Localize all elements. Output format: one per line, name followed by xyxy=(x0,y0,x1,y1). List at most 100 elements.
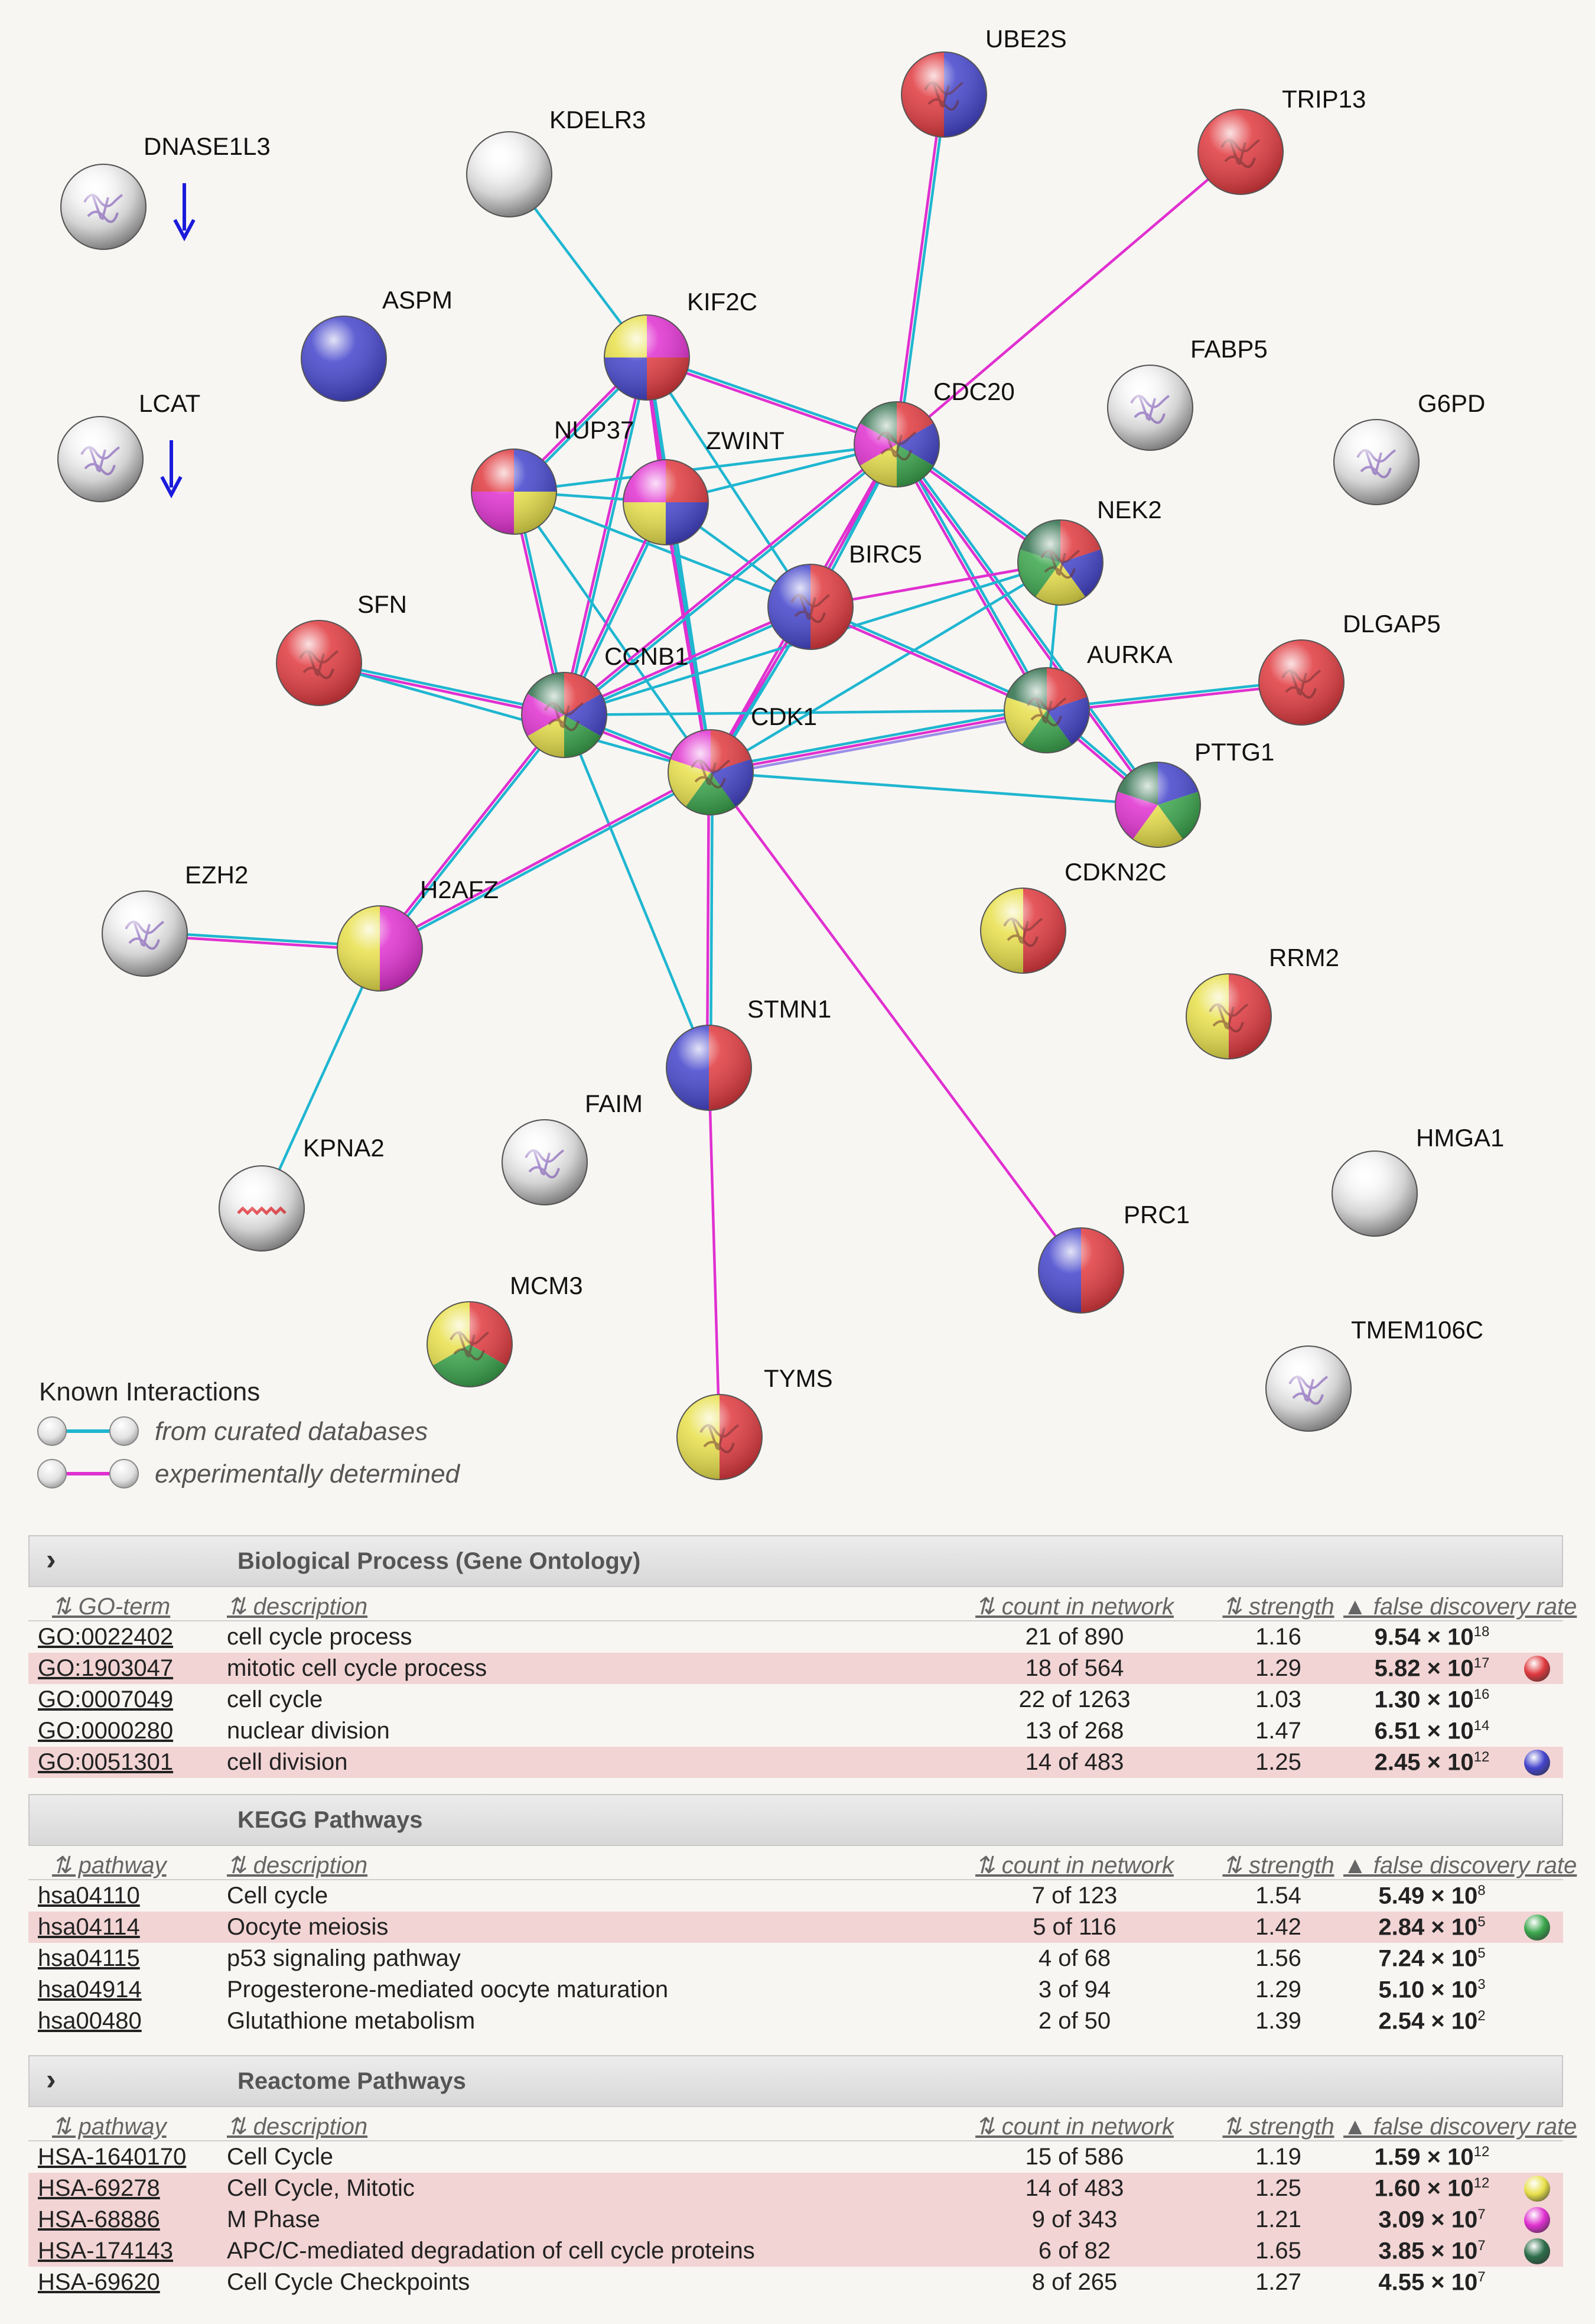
node-ezh2[interactable]: EZH2 xyxy=(102,861,248,977)
edge-kif2c-ccnb1[interactable] xyxy=(564,357,650,716)
table-header-bar[interactable]: ›Biological Process (Gene Ontology) xyxy=(28,1535,1563,1587)
sort-column-header[interactable]: ⇅ count in network xyxy=(975,1594,1174,1620)
edge-cdk1-pttg1[interactable] xyxy=(710,771,1158,807)
term-id-link[interactable]: hsa04914 xyxy=(38,1977,142,2003)
color-toggle-icon[interactable] xyxy=(1524,1915,1550,1941)
sort-column-header[interactable]: ▲ false discovery rate xyxy=(1343,1594,1577,1620)
node-cdkn2c[interactable]: CDKN2C xyxy=(980,858,1167,974)
node-dnase1l3[interactable]: DNASE1L3 xyxy=(60,132,271,250)
node-stmn1[interactable]: STMN1 xyxy=(666,995,831,1111)
edge-cdk1-h2afz[interactable] xyxy=(380,772,712,951)
sort-column-header[interactable]: ⇅ description xyxy=(227,1852,368,1878)
edge-ccnb1-h2afz[interactable] xyxy=(377,713,564,948)
node-cdk1[interactable]: CDK1 xyxy=(668,703,817,815)
node-zwint[interactable]: ZWINT xyxy=(623,427,785,545)
edge-ccnb1-h2afz[interactable] xyxy=(380,715,567,951)
sort-column-header[interactable]: ▲ false discovery rate xyxy=(1343,2114,1577,2140)
chevron-right-icon[interactable]: › xyxy=(46,2063,56,2096)
node-fabp5[interactable]: FABP5 xyxy=(1107,335,1268,451)
chevron-right-icon[interactable]: › xyxy=(46,1543,56,1576)
term-id-link[interactable]: GO:0051301 xyxy=(38,1749,174,1775)
edge-zwint-cdk1[interactable] xyxy=(666,502,714,772)
sort-column-header[interactable]: ▲ false discovery rate xyxy=(1343,1852,1577,1878)
sort-column-header[interactable]: ⇅ strength xyxy=(1222,1852,1334,1878)
node-h2afz[interactable]: H2AFZ xyxy=(337,876,499,992)
node-lcat[interactable]: LCAT xyxy=(57,389,200,502)
node-rrm2[interactable]: RRM2 xyxy=(1186,944,1339,1059)
edge-kif2c-cdc20[interactable] xyxy=(646,357,897,447)
color-toggle-icon[interactable] xyxy=(1524,2238,1550,2264)
node-ube2s[interactable]: UBE2S xyxy=(901,25,1067,138)
sort-column-header[interactable]: ⇅ description xyxy=(227,1594,368,1620)
color-toggle-icon[interactable] xyxy=(1524,1750,1550,1776)
node-nek2[interactable]: NEK2 xyxy=(1017,496,1162,606)
edge-cdc20-ccnb1[interactable] xyxy=(562,441,897,715)
edge-h2afz-kpna2[interactable] xyxy=(260,948,382,1209)
sort-column-header[interactable]: ⇅ pathway xyxy=(52,2114,167,2140)
node-mcm3[interactable]: MCM3 xyxy=(427,1272,583,1387)
edge-cdc20-pttg1[interactable] xyxy=(894,444,1158,807)
node-ccnb1[interactable]: CCNB1 xyxy=(521,642,688,758)
edge-sfn-cdk1[interactable] xyxy=(318,661,711,774)
node-kdelr3[interactable]: KDELR3 xyxy=(466,106,646,217)
term-id-link[interactable]: HSA-174143 xyxy=(38,2238,174,2264)
node-pttg1[interactable]: PTTG1 xyxy=(1115,738,1274,848)
edge-cdc20-ccnb1[interactable] xyxy=(564,444,899,718)
edge-cdk1-stmn1[interactable] xyxy=(709,772,714,1068)
edge-birc5-ccnb1[interactable] xyxy=(562,604,810,715)
edge-nup37-cdk1[interactable] xyxy=(513,490,712,773)
node-tyms[interactable]: TYMS xyxy=(676,1364,833,1480)
sort-column-header[interactable]: ⇅ strength xyxy=(1222,1594,1334,1620)
edge-cdc20-pttg1[interactable] xyxy=(897,442,1161,805)
edge-ccnb1-stmn1[interactable] xyxy=(562,714,711,1068)
edge-cdk1-stmn1[interactable] xyxy=(705,772,711,1068)
edge-ube2s-cdc20[interactable] xyxy=(893,94,944,444)
edge-cdk1-aurka[interactable] xyxy=(711,712,1048,778)
node-faim[interactable]: FAIM xyxy=(502,1090,643,1205)
edge-cdk1-h2afz[interactable] xyxy=(378,769,711,948)
edge-birc5-ccnb1[interactable] xyxy=(564,607,812,718)
term-id-link[interactable]: GO:0000280 xyxy=(38,1718,174,1744)
sort-column-header[interactable]: ⇅ count in network xyxy=(975,1852,1174,1878)
node-nup37[interactable]: NUP37 xyxy=(471,416,634,535)
color-toggle-icon[interactable] xyxy=(1524,1656,1550,1682)
edge-kif2c-birc5[interactable] xyxy=(646,356,812,608)
node-prc1[interactable]: PRC1 xyxy=(1038,1201,1190,1314)
edge-kif2c-ccnb1[interactable] xyxy=(561,356,647,715)
edge-zwint-cdk1[interactable] xyxy=(662,502,711,773)
edge-kif2c-cdc20[interactable] xyxy=(647,355,898,444)
term-id-link[interactable]: hsa00480 xyxy=(38,2008,142,2034)
node-hmga1[interactable]: HMGA1 xyxy=(1332,1124,1504,1237)
table-header-bar[interactable]: KEGG Pathways xyxy=(28,1794,1563,1846)
term-id-link[interactable]: HSA-68886 xyxy=(38,2206,160,2232)
node-g6pd[interactable]: G6PD xyxy=(1333,389,1485,505)
term-id-link[interactable]: HSA-69278 xyxy=(38,2175,160,2201)
node-cdc20[interactable]: CDC20 xyxy=(854,378,1015,487)
node-dlgap5[interactable]: DLGAP5 xyxy=(1258,610,1441,726)
term-id-link[interactable]: hsa04110 xyxy=(38,1883,140,1909)
sort-column-header[interactable]: ⇅ description xyxy=(227,2114,368,2140)
edge-cdk1-aurka[interactable] xyxy=(710,708,1047,774)
sort-column-header[interactable]: ⇅ count in network xyxy=(975,2114,1174,2140)
node-birc5[interactable]: BIRC5 xyxy=(767,540,922,650)
node-aspm[interactable]: ASPM xyxy=(301,286,453,402)
sort-column-header[interactable]: ⇅ pathway xyxy=(52,1852,167,1878)
term-id-link[interactable]: GO:0007049 xyxy=(38,1686,174,1712)
node-kif2c[interactable]: KIF2C xyxy=(604,288,757,401)
term-id-link[interactable]: GO:0022402 xyxy=(38,1624,174,1650)
term-id-link[interactable]: hsa04114 xyxy=(38,1914,140,1940)
edge-cdk1-aurka[interactable] xyxy=(709,705,1047,771)
edge-ube2s-cdc20[interactable] xyxy=(897,95,948,445)
